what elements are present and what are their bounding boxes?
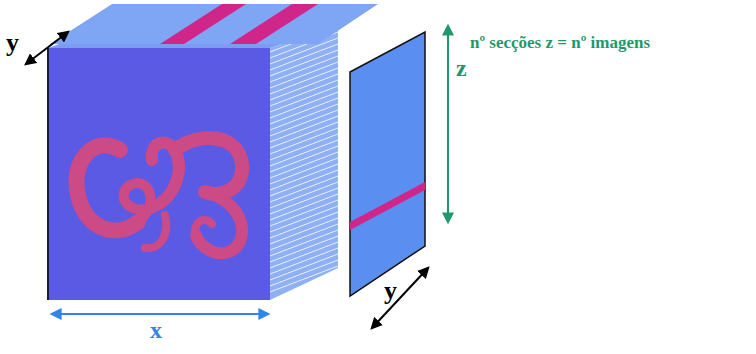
slice-edge: [270, 254, 338, 280]
slice-edges: [270, 26, 338, 292]
slice-edge: [270, 260, 338, 286]
slice-stripe: [230, 4, 318, 44]
y-arrow: [26, 32, 68, 64]
front-edge: [47, 48, 49, 300]
slice-edge: [270, 266, 338, 292]
front-face: [48, 48, 270, 300]
dimension-label: z: [456, 56, 467, 80]
annotation: nº secções z = nº imagens: [470, 34, 650, 51]
z-arrow: [447, 26, 449, 222]
slice-stripe: [160, 4, 246, 44]
dimension-label: y: [6, 30, 19, 56]
side-slice: [350, 32, 425, 296]
y-arrow: [372, 268, 428, 328]
slice-stripe: [350, 182, 425, 230]
ornament: [76, 138, 242, 253]
top-slice: [50, 4, 378, 44]
dimension-label: x: [150, 318, 162, 342]
dimension-label: y: [384, 278, 397, 304]
x-arrow: [52, 313, 268, 315]
stack-side: [270, 24, 338, 300]
